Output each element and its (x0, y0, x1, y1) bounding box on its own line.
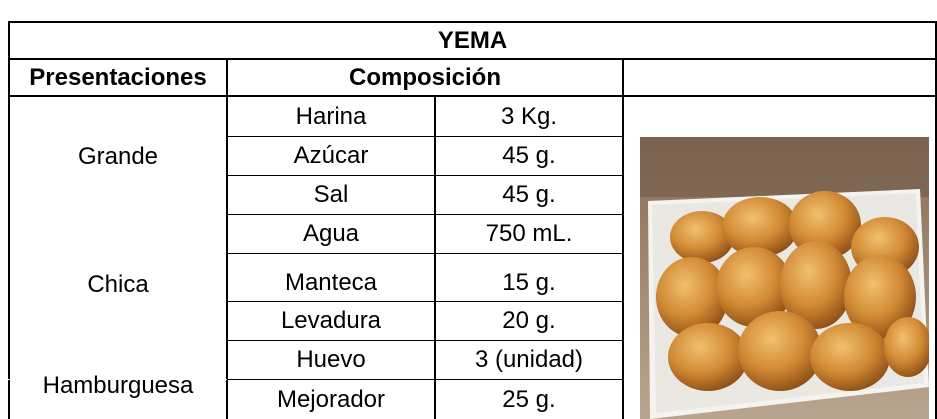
table-title: YEMA (437, 26, 508, 54)
ingredient-amount: 45 g. (502, 142, 556, 169)
ingredient-name: Huevo (296, 346, 366, 373)
ingredient-divider-7 (226, 379, 624, 380)
border-left (8, 21, 10, 419)
ingredient-amount: 45 g. (502, 181, 556, 208)
col-divider-3 (622, 58, 624, 419)
ingredient-amount: 25 g. (502, 385, 556, 413)
header-presentaciones: Presentaciones (29, 63, 207, 91)
presentation-chica: Chica (87, 271, 149, 298)
presentation-divider (8, 379, 227, 380)
ingredient-name: Agua (302, 220, 360, 247)
ingredient-amount: 3 (unidad) (474, 346, 584, 373)
border-row2 (8, 95, 937, 97)
ingredient-divider-4 (226, 253, 624, 254)
ingredient-divider-3 (226, 214, 624, 215)
ingredient-name: Harina (295, 102, 367, 130)
header-composicion: Composición (348, 63, 501, 91)
ingredient-name: Manteca (284, 268, 378, 296)
ingredient-name: Azúcar (293, 142, 369, 169)
presentation-hamburguesa: Hamburguesa (42, 372, 194, 399)
ingredient-name: Sal (313, 181, 349, 208)
bread-rolls-photo (640, 137, 929, 419)
ingredient-divider-6 (226, 340, 624, 341)
col-divider-1 (226, 58, 228, 419)
ingredient-divider-1 (226, 136, 624, 137)
ingredient-divider-2 (226, 175, 624, 176)
border-top (8, 21, 937, 23)
ingredient-amount: 3 Kg. (500, 102, 558, 130)
bread-rolls-illustration (640, 137, 929, 419)
border-row1 (8, 58, 937, 60)
ingredient-name: Mejorador (276, 385, 386, 413)
ingredient-amount: 20 g. (502, 307, 556, 334)
ingredient-amount: 15 g. (502, 268, 556, 296)
border-right (935, 21, 937, 419)
ingredient-divider-5 (226, 301, 624, 302)
ingredient-amount: 750 mL. (485, 220, 573, 247)
ingredient-name: Levadura (280, 307, 382, 334)
presentation-grande: Grande (77, 143, 159, 170)
col-divider-2 (434, 96, 436, 419)
